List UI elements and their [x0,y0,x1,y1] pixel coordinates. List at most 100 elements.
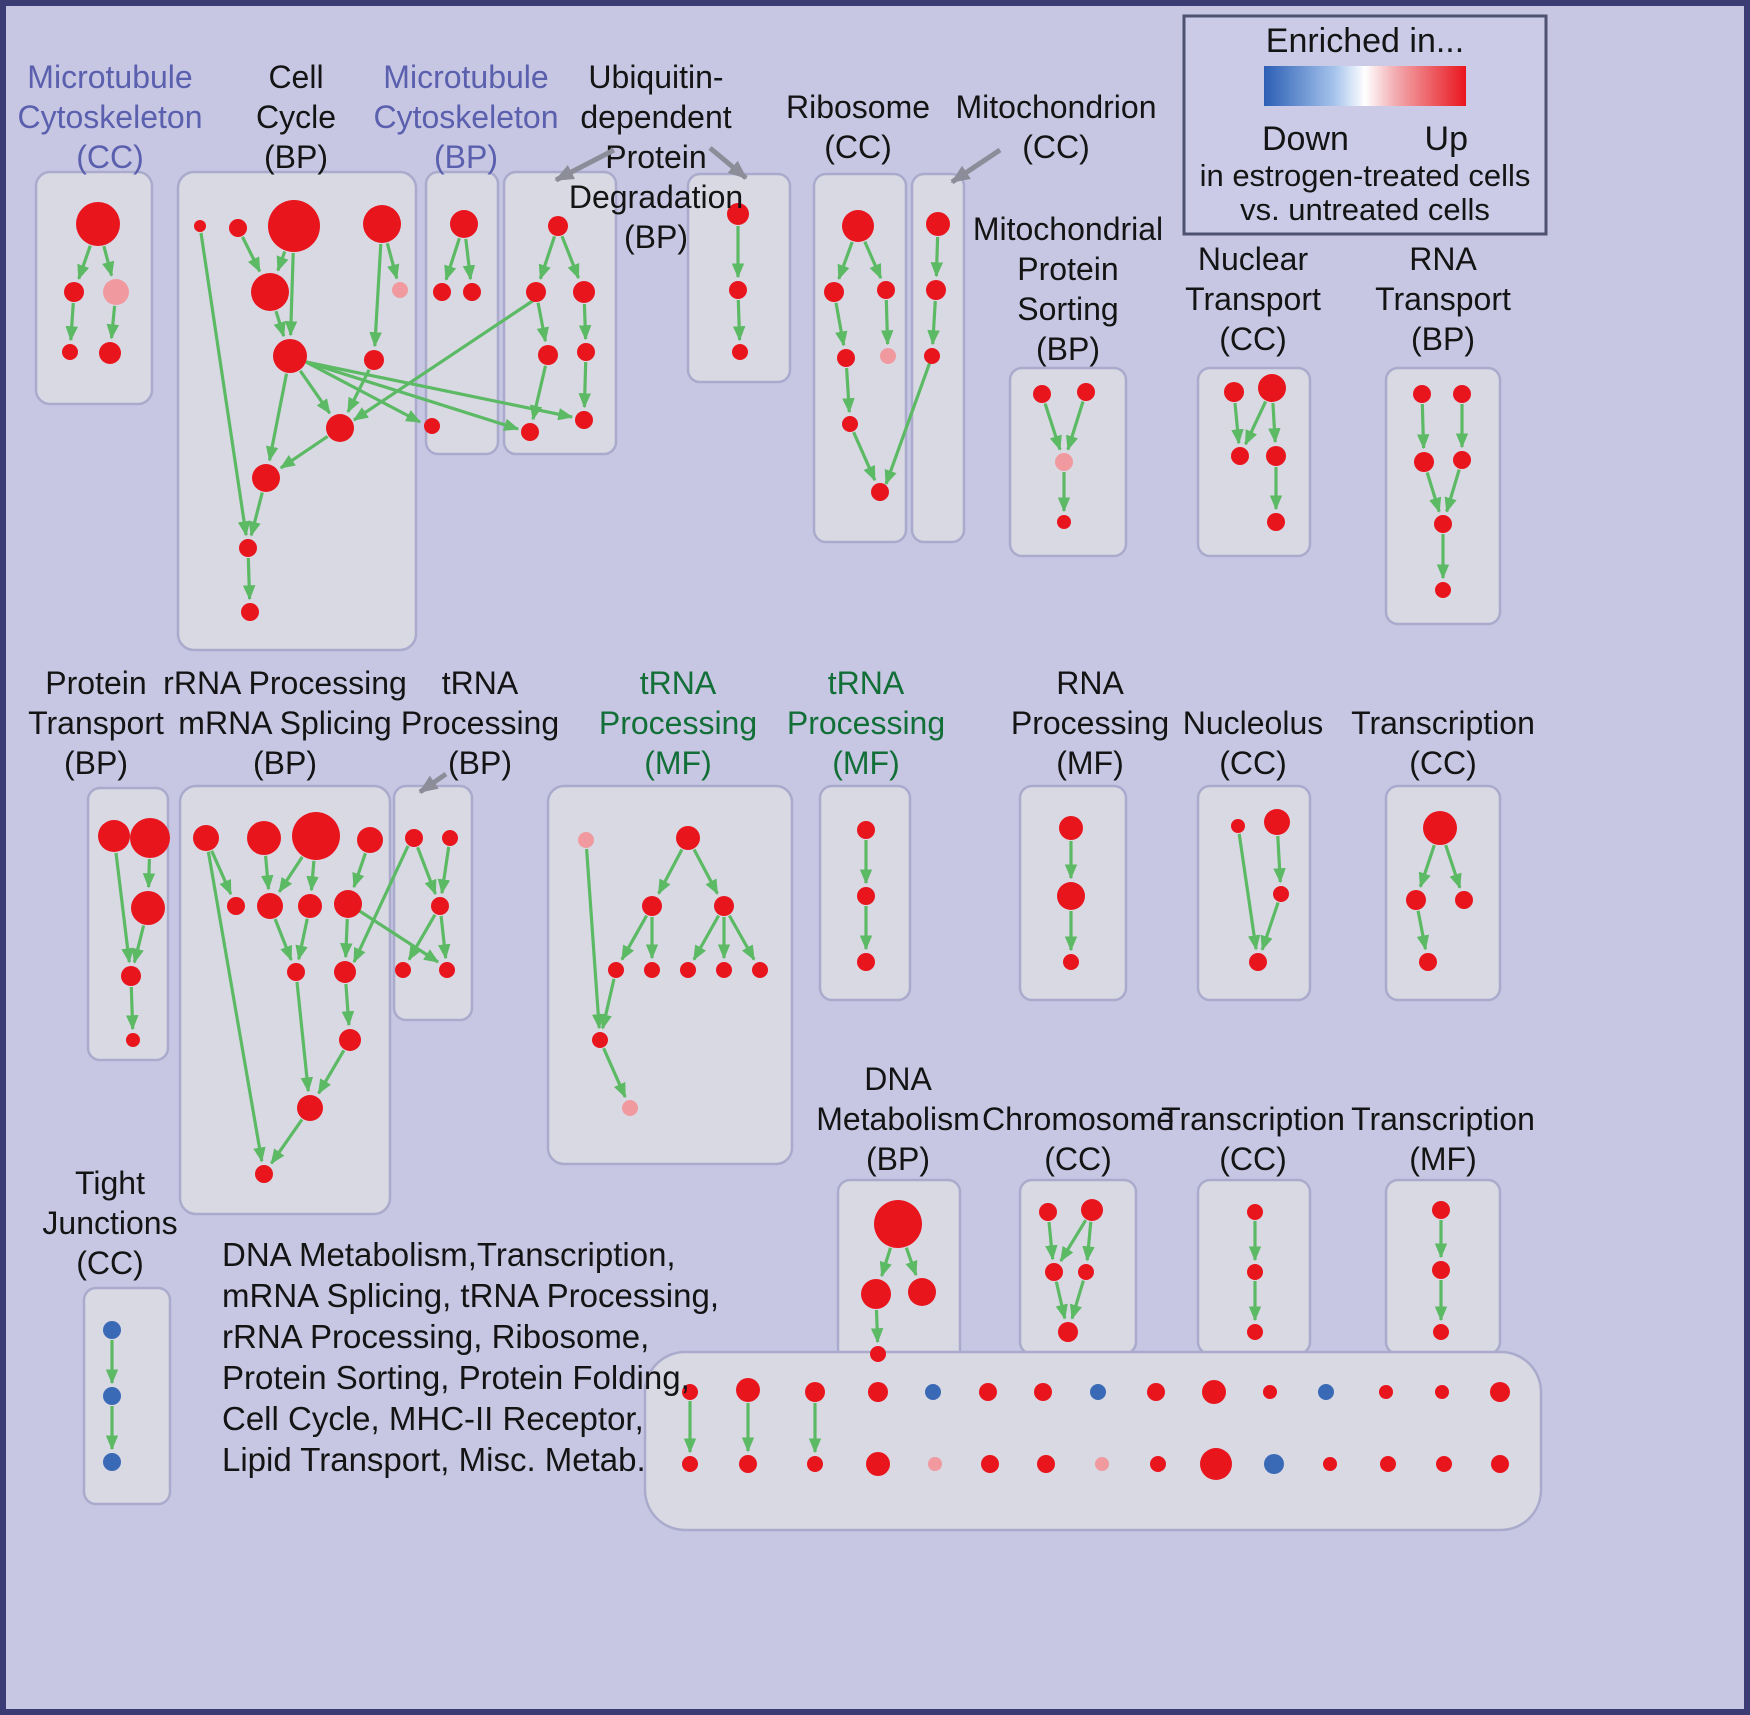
go-term-node [608,962,624,978]
go-term-node [1077,383,1095,401]
go-term-node [676,826,700,850]
go-term-node [1247,1324,1263,1340]
go-term-node [842,416,858,432]
cluster-label-line: Metabolism [816,1101,980,1137]
cluster-box-chromosome-cc [1018,1178,1138,1356]
callout-arrow [418,771,448,795]
cluster-box-rna-transport-bp [1384,366,1502,626]
edge-arrow [879,1247,893,1278]
cluster-label-line: Cytoskeleton [374,99,559,135]
edge-arrow [462,238,476,281]
misc-list-line: rRNA Processing, Ribosome, [222,1318,649,1355]
go-term-node [1318,1384,1334,1400]
edge-arrow [102,245,115,277]
go-term-node [538,345,558,365]
edge-arrow [273,918,293,962]
cross-cluster-edge [352,298,535,422]
cluster-box-microtubule-cytoskeleton-bp [424,170,500,456]
cluster-label-line: (BP) [264,139,328,175]
edge-arrow [620,914,648,961]
edge-arrow [317,1049,346,1095]
go-term-node [463,283,481,301]
go-term-node [103,279,129,305]
misc-list-line: mRNA Splicing, tRNA Processing, [222,1277,719,1314]
cluster-box-rrna-processing-mrna-splicing-bp [178,784,392,1216]
go-term-node [1034,1383,1052,1401]
go-term-node [573,281,595,303]
edge-arrow [1260,901,1280,951]
go-term-node [1267,513,1285,531]
go-term-node [298,894,322,918]
go-term-node [334,961,356,983]
cluster-label-line: Tight [75,1165,145,1201]
edge-arrow [842,367,855,414]
go-term-node [1433,1324,1449,1340]
cluster-box-ribosome-cc [812,172,908,544]
go-term-node [247,821,281,855]
cluster-label-line: (MF) [832,745,900,781]
edge-arrow [407,913,437,961]
cluster-label-line: (CC) [1022,129,1090,165]
cluster-label-line: Cycle [256,99,336,135]
go-term-node [273,339,307,373]
go-term-node [1200,1448,1232,1480]
cluster-label-line: Protein [45,665,146,701]
cross-cluster-edge [884,361,932,486]
go-term-node [103,1387,121,1405]
cross-cluster-edge [305,360,520,431]
go-term-node [578,832,594,848]
cluster-label-line: DNA [864,1061,932,1097]
edge-arrow [1237,833,1261,951]
go-term-node [874,1200,922,1248]
go-term-node [339,1029,361,1051]
edge-arrow [1273,835,1286,884]
go-term-node [1247,1204,1263,1220]
go-term-node [227,897,245,915]
go-term-node [1455,891,1473,909]
go-term-node [103,1453,121,1471]
cluster-label-line: Chromosome [982,1101,1174,1137]
edge-arrow [385,242,400,280]
edge-arrow [578,303,592,341]
cluster-label-line: (CC) [1219,1141,1287,1177]
edge-arrow [77,245,92,280]
cluster-box-tight-junctions-cc [82,1286,172,1506]
cluster-label-line: Transcription [1351,1101,1535,1137]
go-term-node [424,418,440,434]
cluster-label-line: tRNA [442,665,519,701]
go-term-node [1423,811,1457,845]
edge-arrow [352,852,367,889]
go-term-node [1045,1263,1063,1281]
edge-arrow [125,986,139,1031]
go-term-node [1033,385,1051,403]
edge-arrow [242,557,256,601]
legend-up-label: Up [1425,120,1468,158]
go-term-node [334,890,362,918]
go-term-node [981,1455,999,1473]
edge-arrow [728,914,756,961]
go-term-node [326,414,354,442]
edge-arrow [437,846,451,895]
edge-arrow [295,918,309,961]
cluster-label-line: Processing [401,705,559,741]
cluster-label-line: Protein [605,139,706,175]
cluster-label-line: Ubiquitin- [588,59,723,95]
edge-arrow [904,1247,918,1277]
misc-list-line: Cell Cycle, MHC-II Receptor, [222,1400,644,1437]
cluster-label-line: RNA [1409,241,1477,277]
go-term-node [842,210,874,242]
cluster-label-line: (BP) [1036,331,1100,367]
go-term-node [866,1452,890,1476]
cluster-label-ribosome-cc: Ribosome(CC) [786,89,930,165]
edge-arrow [210,850,233,896]
go-term-node [1434,515,1452,533]
go-term-node [1231,819,1245,833]
go-term-node [239,539,257,557]
go-term-node [857,887,875,905]
